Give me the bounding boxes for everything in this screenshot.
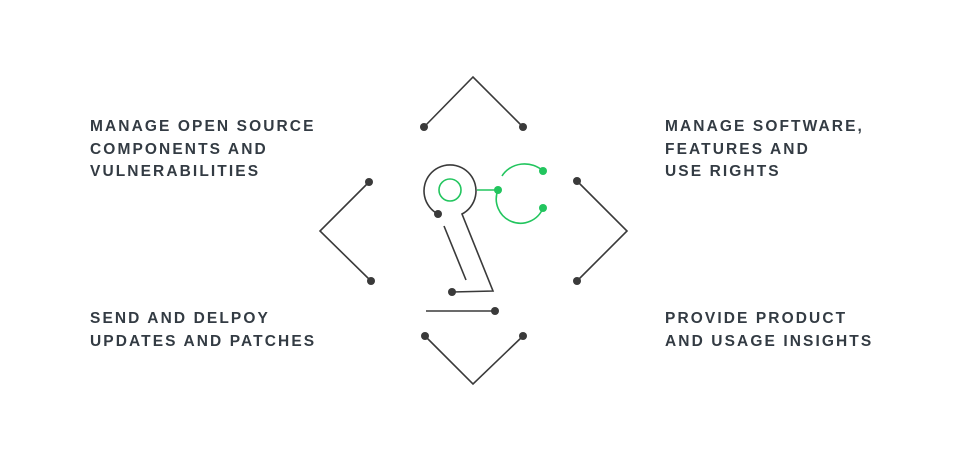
label-line: FEATURES AND — [665, 140, 810, 158]
label-software-rights: MANAGE SOFTWARE, FEATURES AND USE RIGHTS — [665, 116, 864, 184]
label-line: UPDATES AND PATCHES — [90, 332, 317, 350]
label-usage-insights: PROVIDE PRODUCT AND USAGE INSIGHTS — [665, 308, 873, 353]
label-line: AND USAGE INSIGHTS — [665, 332, 874, 350]
label-line: VULNERABILITIES — [90, 163, 261, 180]
label-open-source: MANAGE OPEN SOURCE COMPONENTS AND VULNER… — [90, 116, 316, 184]
label-line: COMPONENTS AND — [90, 140, 268, 158]
robot-arm-outline — [423, 164, 495, 293]
label-line: USE RIGHTS — [665, 163, 781, 180]
label-updates-patches: SEND AND DELPOY UPDATES AND PATCHES — [90, 308, 316, 353]
chevron-top — [423, 75, 524, 128]
node-dots — [365, 123, 581, 340]
label-line: MANAGE OPEN SOURCE — [90, 118, 316, 135]
robot-arm-inner-line — [443, 225, 467, 281]
gripper — [438, 163, 544, 225]
chevron-right — [576, 180, 629, 282]
label-line: SEND AND DELPOY — [90, 310, 270, 327]
chevron-bottom — [424, 335, 524, 386]
chevron-left — [318, 181, 372, 282]
label-line: PROVIDE PRODUCT — [665, 310, 848, 327]
label-line: MANAGE SOFTWARE, — [665, 118, 864, 135]
